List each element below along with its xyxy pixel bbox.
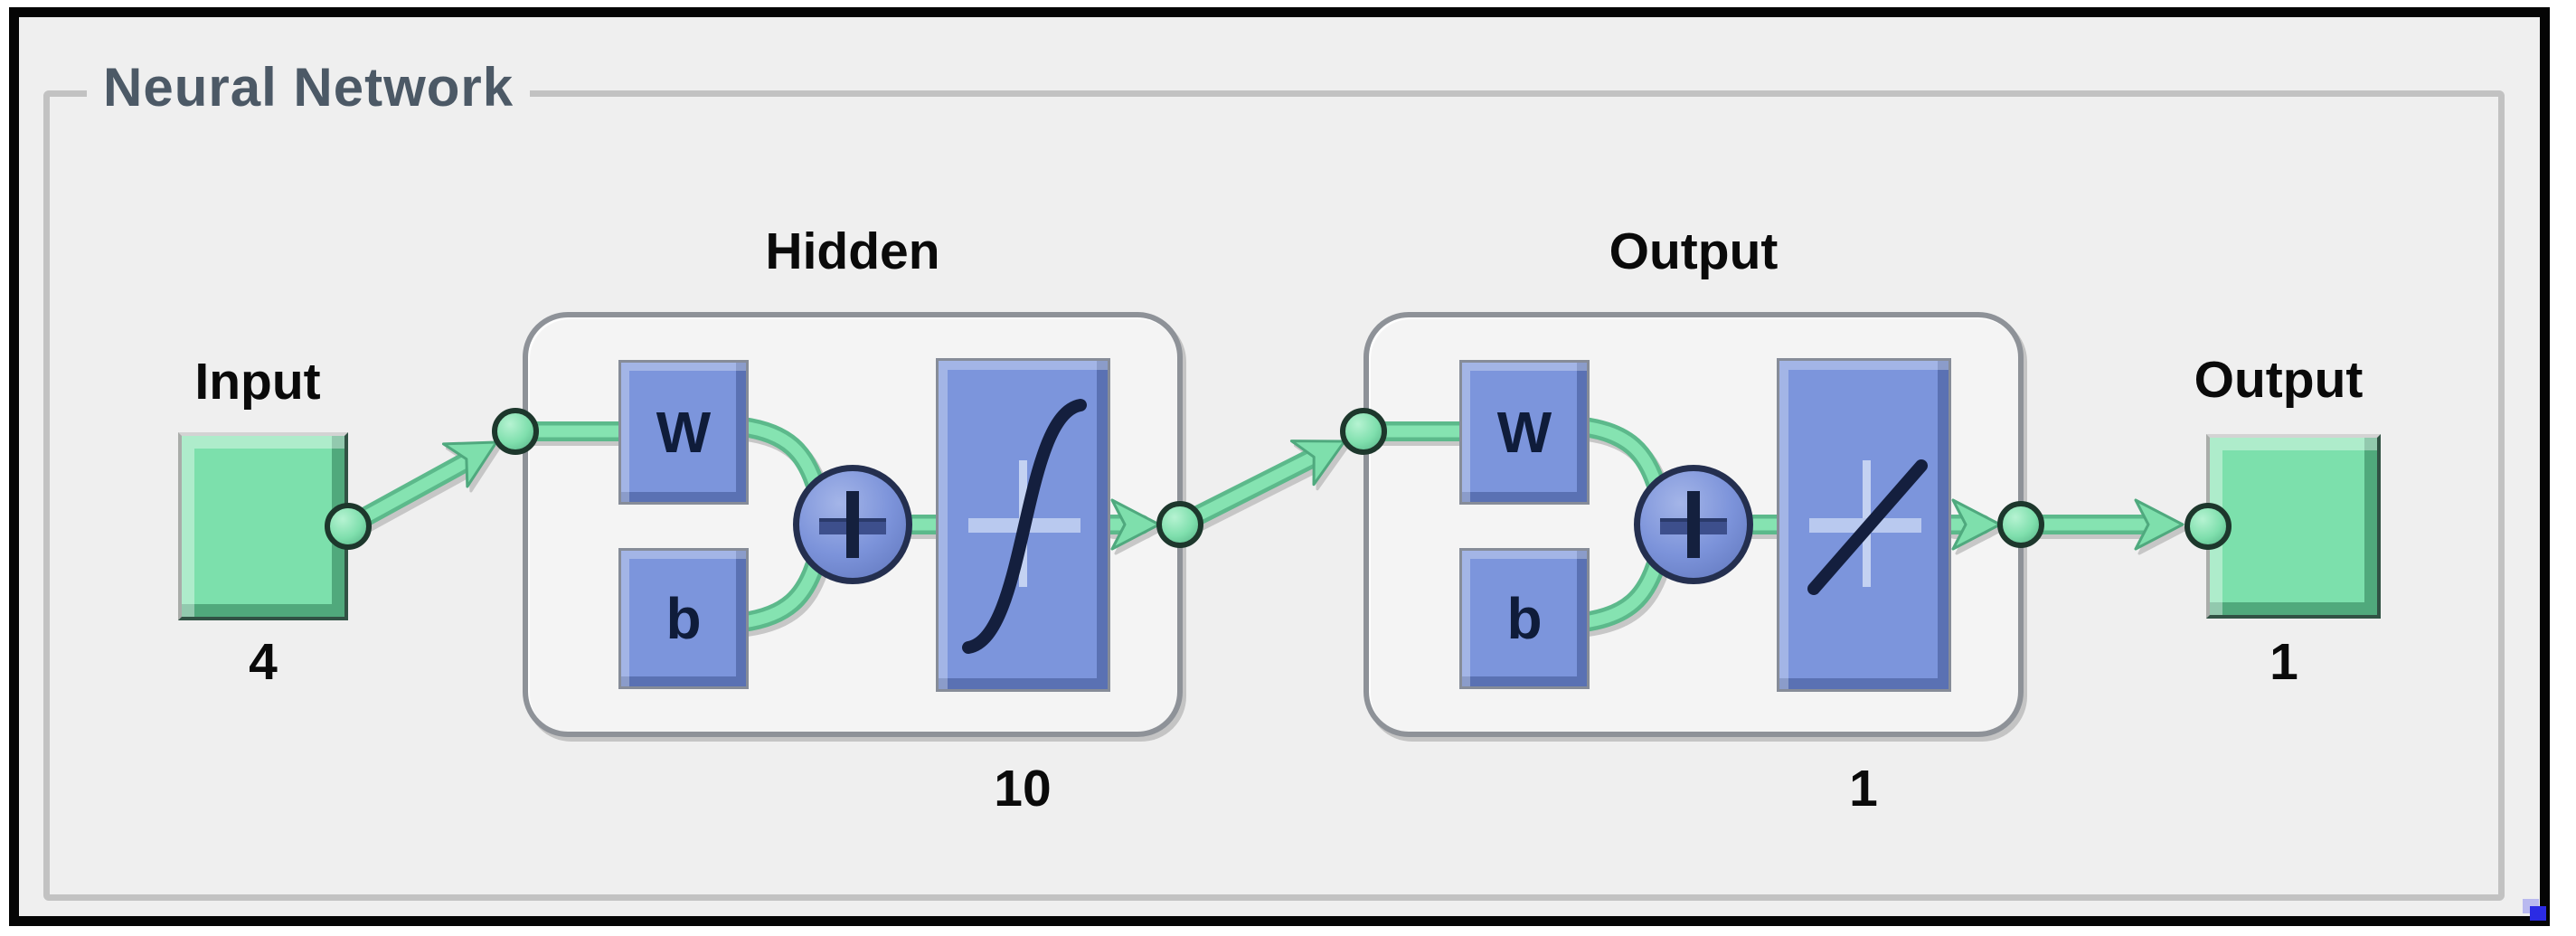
input-dimension: 4 [249,633,278,691]
output-weight-label: W [1496,400,1552,465]
connector-node-output-out [1997,501,2044,548]
hidden-layer-title: Hidden [765,222,940,280]
output-activation-block [1777,358,1951,692]
blue-pixel-artifact [2530,906,2546,921]
connector-node-final [2184,503,2232,550]
output-bias-block: b [1459,548,1590,689]
panel-title: Neural Network [87,58,531,118]
output-label: Output [2194,351,2364,409]
purelin-linear-icon [1807,459,1928,595]
hidden-weight-label: W [656,400,712,465]
connector-node-input [325,503,372,550]
input-label: Input [194,353,321,411]
hidden-bias-block: b [618,548,749,689]
connector-node-hidden-in [492,408,539,455]
hidden-bias-label: b [665,586,702,651]
tansig-sigmoid-icon [962,399,1087,654]
linear-line [1807,459,1928,595]
plus-icon-vbar [1687,491,1700,558]
hidden-weight-block: W [618,360,749,505]
connector-node-output-in [1340,408,1387,455]
hidden-neuron-count: 10 [994,760,1052,818]
output-weight-block: W [1459,360,1590,505]
output-square [2206,434,2381,619]
output-neuron-count: 1 [1849,760,1878,818]
output-layer-title: Output [1609,222,1779,280]
hidden-activation-block [936,358,1110,692]
output-bias-label: b [1506,586,1543,651]
output-sum-junction-icon [1634,465,1753,584]
output-dimension: 1 [2269,633,2298,691]
hidden-sum-junction-icon [793,465,912,584]
plus-icon-vbar [846,491,859,558]
connector-node-hidden-out [1156,501,1203,548]
sigmoid-curve [962,399,1087,654]
input-square [178,432,348,620]
neural-network-groupbox [43,90,2505,901]
